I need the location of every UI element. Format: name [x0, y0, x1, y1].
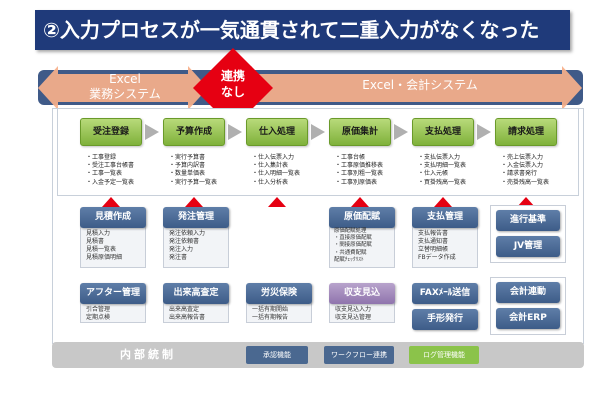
- chevron-right-icon: [394, 124, 408, 140]
- module-fax-mail[interactable]: FAXﾒｰﾙ送信: [412, 283, 478, 304]
- step-cost-outputs: ・工事台帳・工事原価推移表・工事別粗一覧表・工事別原価表: [335, 154, 384, 186]
- chip-workflow[interactable]: ワークフロー連携: [324, 346, 394, 364]
- module-bill-issue[interactable]: 手形発行: [412, 309, 478, 330]
- arrow-up-icon: [268, 197, 286, 207]
- module-estimate-items: 見積入力見積書見積一覧表見積原価明細: [86, 230, 123, 261]
- module-labor-insurance[interactable]: 労災保険: [246, 283, 312, 304]
- step-purchase-outputs: ・仕入伝票入力・仕入集計表・仕入明細一覧表・仕入分析表: [252, 154, 301, 186]
- module-estimate[interactable]: 見積作成: [80, 207, 146, 228]
- left-system-label: Excel 業務システム: [89, 72, 161, 101]
- arrow-up-icon: [434, 197, 452, 207]
- step-billing-outputs: ・売上伝票入力・入金伝票入力・請求書発行・売掛残高一覧表: [501, 154, 550, 186]
- module-income-forecast[interactable]: 収支見込: [329, 283, 395, 304]
- arrow-up-icon: [185, 197, 203, 207]
- module-order-items: 発注依頼入力発注依頼書発注入力発注書: [169, 230, 206, 261]
- module-accounting-erp[interactable]: 会計ERP: [496, 308, 560, 329]
- chip-approval[interactable]: 承認機能: [246, 346, 308, 364]
- step-order-entry-outputs: ・工事登録・受注工事台帳書・工事一覧表・入金予定一覧表: [86, 154, 135, 186]
- arrow-up-icon: [102, 197, 120, 207]
- chevron-right-icon: [145, 124, 159, 140]
- module-cost-allocation[interactable]: 原価配賦: [329, 207, 395, 228]
- arrow-up-icon: [517, 197, 535, 207]
- module-output-items: 出来高査定出来高報告書: [169, 306, 206, 321]
- module-output-assessment[interactable]: 出来高査定: [163, 283, 229, 304]
- internal-control-band: [52, 342, 584, 368]
- no-link-label: 連携 なし: [220, 69, 245, 99]
- step-budget[interactable]: 予算作成: [163, 118, 225, 146]
- chevron-right-icon: [477, 124, 491, 140]
- right-system-label: Excel・会計システム: [362, 78, 478, 92]
- module-forecast-items: 収支見込入力収支見込管理: [335, 306, 372, 321]
- module-after-service[interactable]: アフター管理: [80, 283, 146, 304]
- module-progress-standard[interactable]: 進行基準: [496, 210, 560, 231]
- module-insurance-items: 一括有期開始一括有期報告: [252, 306, 289, 321]
- step-budget-outputs: ・実行予算書・予算内訳書・数量単価表・実行予算一覧表: [169, 154, 218, 186]
- module-payment-management[interactable]: 支払管理: [412, 207, 478, 228]
- process-band: [57, 108, 579, 196]
- chevron-right-icon: [228, 124, 242, 140]
- module-jv-management[interactable]: JV管理: [496, 236, 560, 257]
- step-cost-aggregation[interactable]: 原価集計: [329, 118, 391, 146]
- step-billing[interactable]: 請求処理: [495, 118, 557, 146]
- step-order-entry[interactable]: 受注登録: [80, 118, 142, 146]
- right-system-arrow: [232, 66, 582, 110]
- step-payment[interactable]: 支払処理: [412, 118, 474, 146]
- page-title: ②入力プロセスが一気通貫されて二重入力がなくなった: [35, 10, 570, 50]
- step-payment-outputs: ・支払伝票入力・支払明細一覧表・仕入元帳・買掛残高一覧表: [418, 154, 467, 186]
- module-accounting-link[interactable]: 会計連動: [496, 282, 560, 303]
- left-system-arrow: [38, 66, 208, 110]
- chip-log-management[interactable]: ログ管理機能: [409, 346, 479, 364]
- module-order-management[interactable]: 発注管理: [163, 207, 229, 228]
- internal-control-label: 内部統制: [120, 348, 176, 361]
- chevron-right-icon: [311, 124, 325, 140]
- module-cost-allocation-items: 原価配賦処理・直接原価配賦・間接原価配賦・共通費配賦配賦ﾁｪｯｸﾘｽﾄ: [334, 228, 372, 263]
- module-after-items: 引合管理定期点検: [86, 306, 111, 321]
- arrow-up-icon: [351, 197, 369, 207]
- step-purchase[interactable]: 仕入処理: [246, 118, 308, 146]
